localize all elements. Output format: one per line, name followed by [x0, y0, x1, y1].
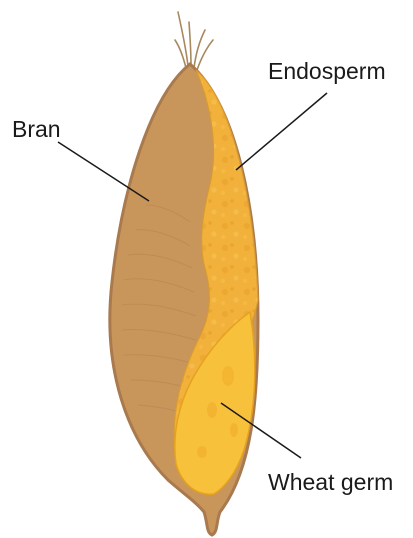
endosperm-leader	[236, 93, 327, 170]
brush-hairs	[175, 12, 213, 70]
wheat-germ-label: Wheat germ	[268, 471, 393, 494]
endosperm-label: Endosperm	[268, 60, 386, 83]
bran-label: Bran	[12, 118, 61, 141]
